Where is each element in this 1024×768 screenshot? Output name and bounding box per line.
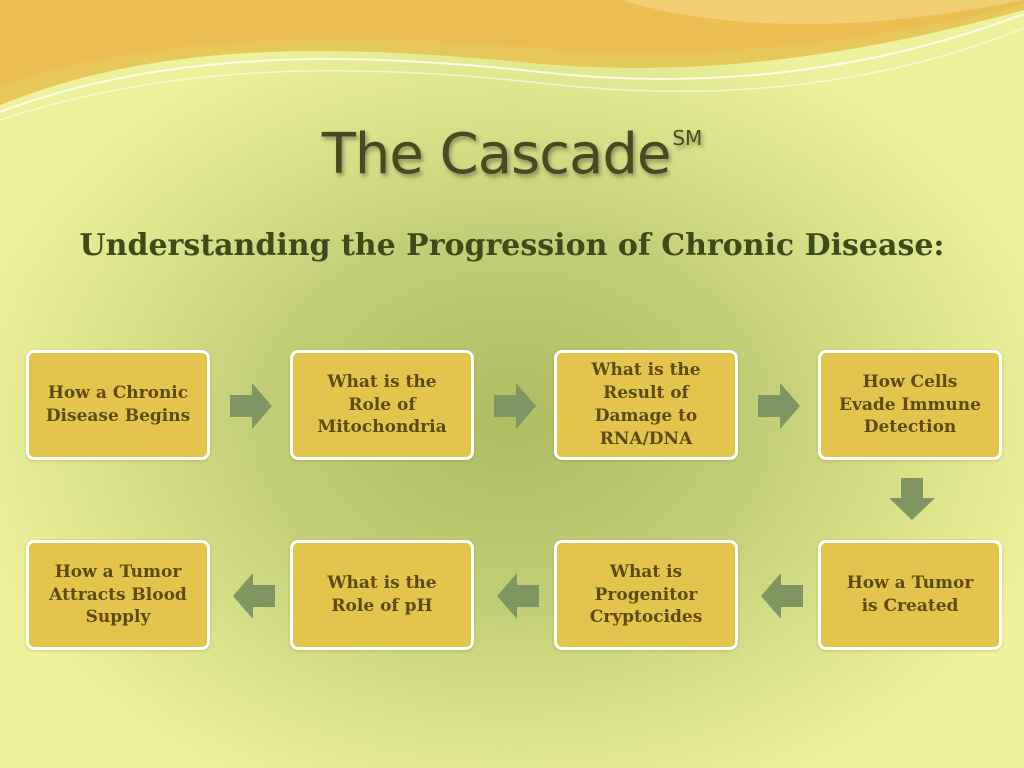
- title-text: The Cascade: [321, 122, 672, 187]
- step-box-tumor-created: How a Tumor is Created: [818, 540, 1002, 650]
- arrow-left-icon: [761, 573, 803, 619]
- subtitle: Understanding the Progression of Chronic…: [79, 228, 945, 263]
- step-box-role-of-mitochondria: What is the Role of Mitochondria: [290, 350, 474, 460]
- step-box-evade-immune-detection: How Cells Evade Immune Detection: [818, 350, 1002, 460]
- arrow-down-icon: [889, 478, 935, 520]
- step-box-chronic-disease-begins: How a Chronic Disease Begins: [26, 350, 210, 460]
- arrow-right-icon: [494, 383, 536, 429]
- arrow-left-icon: [497, 573, 539, 619]
- step-box-progenitor-cryptocides: What is Progenitor Cryptocides: [554, 540, 738, 650]
- step-box-damage-to-rna-dna: What is the Result of Damage to RNA/DNA: [554, 350, 738, 460]
- arrow-right-icon: [230, 383, 272, 429]
- step-box-tumor-attracts-blood-supply: How a Tumor Attracts Blood Supply: [26, 540, 210, 650]
- arrow-right-icon: [758, 383, 800, 429]
- service-mark: SM: [672, 126, 703, 150]
- arrow-left-icon: [233, 573, 275, 619]
- decorative-header-waves: [0, 0, 1024, 121]
- step-box-role-of-ph: What is the Role of pH: [290, 540, 474, 650]
